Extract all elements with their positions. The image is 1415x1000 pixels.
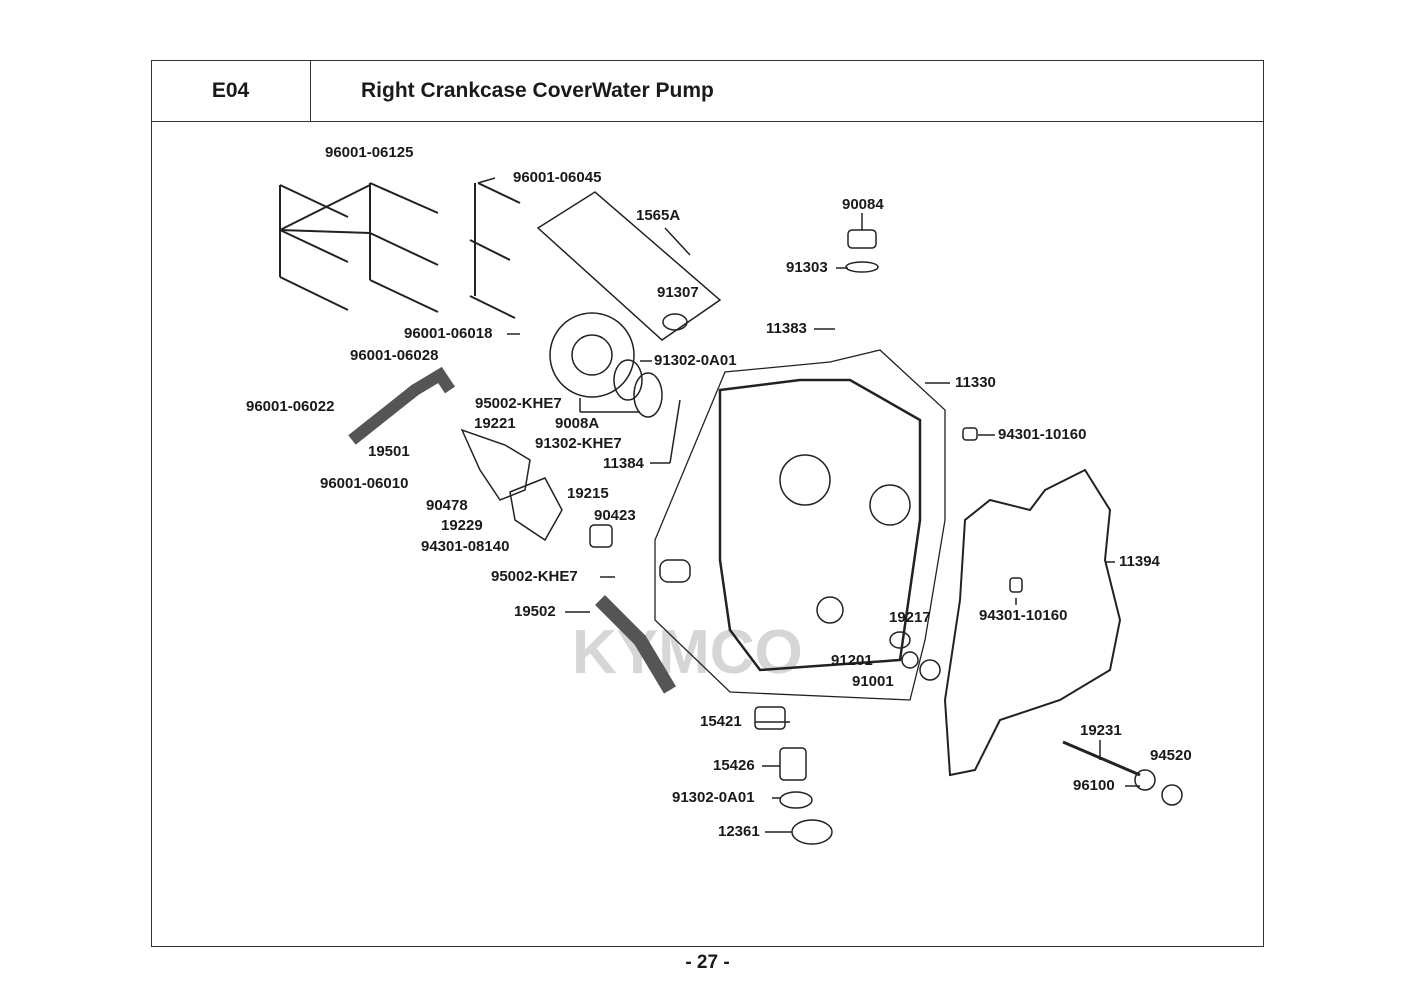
oring-91307: [662, 313, 688, 331]
part-label: 90423: [594, 507, 636, 524]
part-label: 94301-10160: [979, 607, 1068, 624]
diagram-frame: [151, 60, 1264, 947]
part-label: 91303: [786, 259, 828, 276]
part-label: 96001-06010: [320, 475, 409, 492]
impeller-19215: [589, 524, 613, 548]
page-number: - 27 -: [685, 952, 730, 973]
drain-plug-12361: [791, 819, 833, 845]
hose-19501: [348, 366, 455, 445]
part-label: 90084: [842, 196, 884, 213]
spring-15426: [779, 747, 807, 781]
part-label: 12361: [718, 823, 760, 840]
oring-91302-0a01: [779, 791, 813, 809]
pump-housing-19221: [460, 428, 531, 501]
part-label: 19501: [368, 443, 410, 460]
part-label: 15421: [700, 713, 742, 730]
part-label: 96001-06028: [350, 347, 439, 364]
gasket-19229: [509, 477, 563, 542]
part-label: 15426: [713, 757, 755, 774]
part-label: 90478: [426, 497, 468, 514]
page-title: Right Crankcase CoverWater Pump: [361, 78, 714, 102]
crankcase-cover-11330: [718, 378, 922, 672]
part-label: 96100: [1073, 777, 1115, 794]
part-label: 91001: [852, 673, 894, 690]
part-label: 94520: [1150, 747, 1192, 764]
part-label: 11383: [766, 320, 807, 337]
pump-cover-9008a: [549, 312, 635, 398]
part-label: 94301-08140: [421, 538, 510, 555]
part-label: 19229: [441, 517, 483, 534]
oil-cap-90084: [847, 229, 877, 249]
part-label: 11330: [955, 374, 996, 391]
part-label: 11394: [1119, 553, 1160, 570]
part-label: 95002-KHE7: [475, 395, 562, 412]
part-label: 91307: [657, 284, 699, 301]
part-label: 94301-10160: [998, 426, 1087, 443]
strainer-15421: [754, 706, 786, 730]
part-label: 96001-06018: [404, 325, 493, 342]
part-label: 19502: [514, 603, 556, 620]
bolt-group: [279, 182, 521, 319]
part-label: 91302-0A01: [654, 352, 737, 369]
leader-lines: [477, 177, 1140, 833]
hose-19502: [595, 595, 677, 694]
part-label: 95002-KHE7: [491, 568, 578, 585]
part-label: 1565A: [636, 207, 681, 224]
watermark-logo: KYMCO: [572, 618, 803, 687]
header: E04 Right Crankcase CoverWater Pump: [151, 60, 1264, 122]
part-label: 9008A: [555, 415, 600, 432]
part-label: 96001-06125: [325, 144, 414, 161]
part-label: 91302-0A01: [672, 789, 755, 806]
part-label: 91201: [831, 652, 873, 669]
part-label: 96001-06022: [246, 398, 335, 415]
part-label: 19217: [889, 609, 931, 626]
part-label: 11384: [603, 455, 644, 472]
gasket-11394: [943, 468, 1122, 777]
pump-shaft-19231: [1062, 740, 1141, 777]
crankcase-cover-11330-outline: [654, 349, 946, 701]
section-code: E04: [151, 60, 311, 121]
part-label: 19231: [1080, 722, 1122, 739]
part-label: 19215: [567, 485, 609, 502]
part-label: 96001-06045: [513, 169, 602, 186]
part-label: 91302-KHE7: [535, 435, 622, 452]
part-label: 19221: [474, 415, 516, 432]
part-1565a-box: [536, 191, 722, 341]
